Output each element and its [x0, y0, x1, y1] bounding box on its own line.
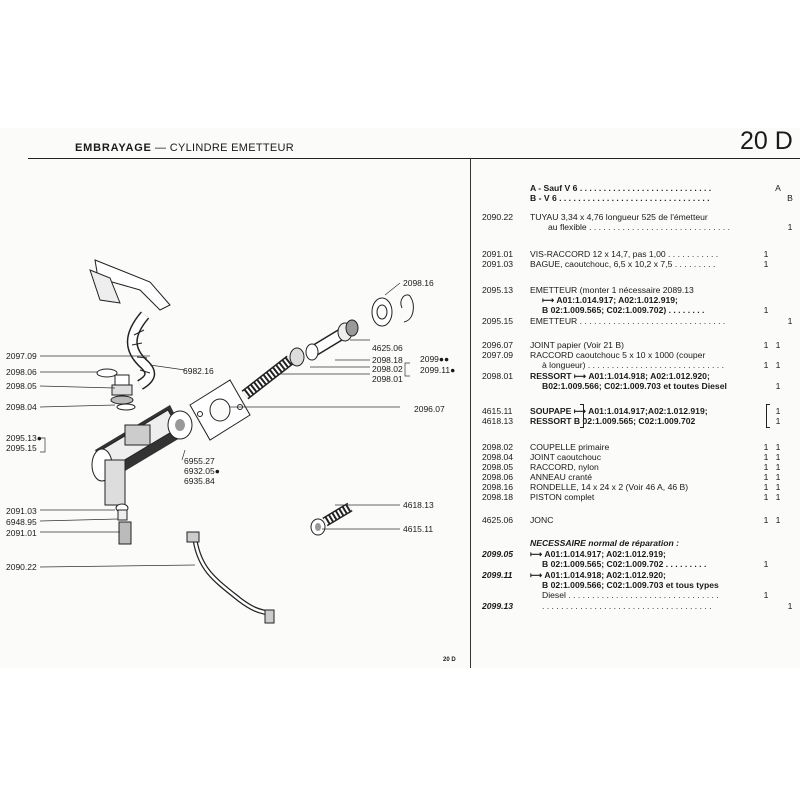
label-6982-16: 6982.16 — [183, 366, 214, 376]
label-2091-03: 2091.03 — [6, 506, 37, 516]
label-2091-01: 2091.01 — [6, 528, 37, 538]
rubber-hose — [126, 311, 156, 390]
label-4615-11: 4615.11 — [403, 524, 433, 534]
bracket-right — [766, 404, 770, 428]
page-title: EMBRAYAGE — CYLINDRE EMETTEUR — [75, 142, 294, 154]
label-6935-84: 6935.84 — [184, 476, 215, 486]
page-number: 20 D — [740, 127, 793, 155]
label-2097-09: 2097.09 — [6, 351, 37, 361]
screw-fitting — [115, 503, 132, 545]
label-2095-15: 2095.15 — [6, 443, 37, 453]
label-2098-02: 2098.02 — [372, 364, 403, 374]
label-2095-13: 2095.13● — [6, 433, 42, 443]
exploded-view-diagram: 2097.09 2098.06 2098.05 2098.04 2095.13●… — [6, 259, 455, 624]
leader-lines — [39, 282, 410, 568]
paper-gasket — [189, 379, 251, 441]
nylon-fitting — [96, 368, 136, 411]
label-2098-18: 2098.18 — [372, 355, 403, 365]
mount-bracket — [89, 259, 171, 311]
label-2098-06: 2098.06 — [6, 367, 37, 377]
label-2098-16: 2098.16 — [403, 278, 434, 288]
piston — [305, 319, 359, 361]
label-4618-13: 4618.13 — [403, 500, 434, 510]
label-6955-27: 6955.27 — [184, 456, 215, 466]
label-2096-07: 2096.07 — [414, 404, 445, 414]
label-6932-05: 6932.05● — [184, 466, 220, 476]
valve-assembly — [310, 502, 353, 536]
label-4625-06: 4625.06 — [372, 343, 403, 353]
section-name: EMBRAYAGE — [75, 142, 152, 154]
label-2099: 2099●● — [420, 354, 449, 364]
label-2098-05: 2098.05 — [6, 381, 37, 391]
circlip — [400, 294, 414, 323]
label-2098-01: 2098.01 — [372, 374, 403, 384]
catalog-sheet — [0, 128, 800, 668]
label-2099-11: 2099.11● — [420, 365, 455, 375]
bracket-left — [580, 404, 584, 428]
brake-pipe — [186, 531, 275, 624]
label-2090-22: 2090.22 — [6, 562, 37, 572]
column-divider — [470, 158, 471, 668]
primary-cup — [289, 347, 305, 367]
label-6948-95: 6948.95 — [6, 517, 37, 527]
cylinder-body — [91, 405, 193, 506]
label-2098-04: 2098.04 — [6, 402, 37, 412]
return-spring — [241, 355, 294, 400]
footer-page-ref: 20 D — [443, 657, 456, 663]
header-rule — [28, 158, 800, 159]
title-dash: — — [155, 142, 167, 154]
section-subtitle: CYLINDRE EMETTEUR — [169, 142, 294, 154]
